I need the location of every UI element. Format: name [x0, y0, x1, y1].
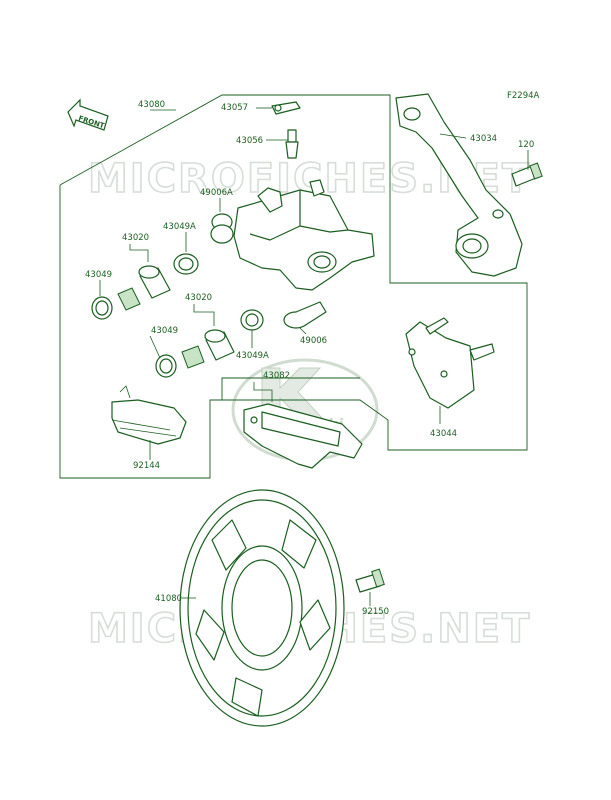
part-label-43049-upper: 43049 [85, 270, 112, 280]
part-label-92150: 92150 [362, 607, 389, 617]
part-label-43056: 43056 [236, 136, 263, 146]
part-labels: 43080 43057 43056 43034 120 49006A 43049… [85, 100, 534, 617]
piston-lower [181, 329, 235, 369]
diagram-code: F2294A [507, 91, 540, 101]
caliper-assembly-frame [59, 94, 528, 479]
part-label-43057: 43057 [221, 103, 248, 113]
caliper-bracket [395, 93, 523, 277]
bracket-bolt [511, 162, 543, 187]
mounting-plate [405, 317, 495, 409]
part-label-43049-lower: 43049 [151, 326, 178, 336]
part-label-43020-upper: 43020 [122, 233, 149, 243]
boot-lower [283, 301, 327, 329]
brake-pads [243, 403, 363, 469]
caliper-body [233, 179, 375, 291]
bleeder-screw [285, 129, 299, 159]
part-label-43034: 43034 [470, 134, 497, 144]
pad-kit-frame [221, 377, 360, 400]
front-arrow-icon: FRONT [67, 98, 109, 131]
part-label-41080: 41080 [155, 594, 182, 604]
part-label-49006: 49006 [300, 336, 327, 346]
leader-lines [99, 107, 529, 606]
part-label-43044: 43044 [430, 429, 457, 439]
brake-disc [179, 489, 345, 727]
part-label-49006A: 49006A [200, 188, 233, 198]
part-label-43049A-upper: 43049A [163, 222, 196, 232]
pad-spring [111, 385, 187, 445]
bleeder-cap [271, 101, 301, 115]
part-label-43049A-lower: 43049A [236, 351, 269, 361]
part-label-92144: 92144 [133, 461, 160, 471]
part-label-43020-lower: 43020 [185, 293, 212, 303]
disc-bolt [355, 568, 385, 593]
piston-upper [117, 265, 171, 311]
part-label-120: 120 [518, 140, 534, 150]
part-label-43082: 43082 [263, 371, 290, 381]
boot-upper [210, 213, 234, 244]
part-label-43080: 43080 [138, 100, 165, 110]
